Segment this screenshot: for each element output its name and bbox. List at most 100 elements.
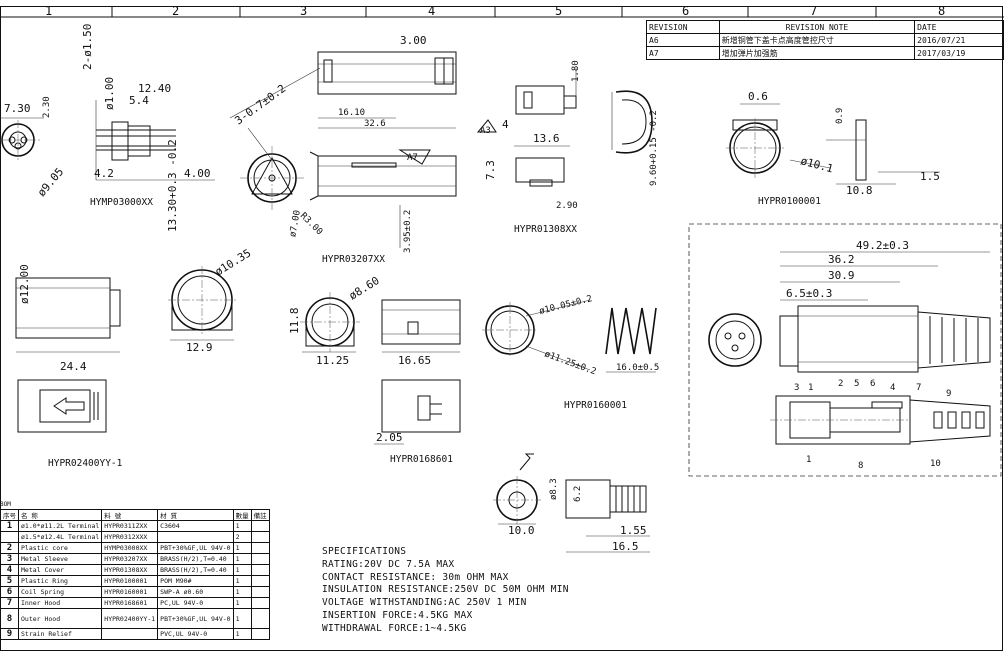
zone-6: 6 xyxy=(682,4,689,18)
svg-text:ø10.05±0.2: ø10.05±0.2 xyxy=(538,294,593,317)
svg-text:HYPR03207XX: HYPR03207XX xyxy=(322,254,385,265)
svg-text:A7: A7 xyxy=(407,153,418,163)
spec-insertion-force: INSERTION FORCE:4.5KG MAX xyxy=(322,609,473,621)
rev-date: 2017/03/19 xyxy=(914,46,1004,60)
zone-1: 1 xyxy=(45,4,52,18)
svg-text:4: 4 xyxy=(502,118,509,131)
zone-8: 8 xyxy=(938,4,945,18)
svg-text:5: 5 xyxy=(854,379,859,389)
svg-text:ø8.60: ø8.60 xyxy=(347,274,382,303)
svg-text:13.6: 13.6 xyxy=(533,132,560,145)
svg-text:A3: A3 xyxy=(480,126,491,136)
spec-rating: RATING:20V DC 7.5A MAX xyxy=(322,558,455,570)
spec-withdrawal-force: WITHDRAWAL FORCE:1~4.5KG xyxy=(322,622,467,634)
part-inner-hood: 11.25 11.8 ø8.60 16.65 2.05 HYPR0168601 xyxy=(288,274,461,465)
part-metal-cover: 1.80 A3 4 13.6 7.3 2.90 9.60+0.15 -0.2 H… xyxy=(476,60,659,235)
part-coil-spring: ø10.05±0.2 ø11.25±0.2 16.0±0.5 HYPR01600… xyxy=(482,294,659,411)
svg-text:ø9.05: ø9.05 xyxy=(35,165,66,199)
zone-7: 7 xyxy=(810,4,817,18)
svg-text:1: 1 xyxy=(806,455,811,465)
svg-text:12.40: 12.40 xyxy=(138,82,171,95)
assembly-callouts: 3 1 2 5 6 4 7 9 1 8 10 xyxy=(794,379,951,471)
assembly-view: 49.2±0.3 36.2 30.9 6.5±0.3 xyxy=(708,239,991,445)
rev-header-note: REVISION NOTE xyxy=(718,20,916,34)
svg-text:2: 2 xyxy=(838,379,843,389)
svg-text:HYPR0160001: HYPR0160001 xyxy=(564,400,627,411)
revision-table: REVISION REVISION NOTE DATE A6 新增铜管下盖卡点高… xyxy=(646,20,1004,60)
svg-text:4.00: 4.00 xyxy=(184,167,211,180)
svg-text:ø11.25±0.2: ø11.25±0.2 xyxy=(543,349,597,377)
rev-header-rev: REVISION xyxy=(646,20,720,34)
svg-text:ø10.35: ø10.35 xyxy=(213,246,254,278)
part-plastic-ring: 0.6 ø10.1 0.9 10.8 1.5 HYPR0100001 xyxy=(726,90,940,207)
svg-text:8: 8 xyxy=(858,461,863,471)
part-plastic-core: 7.30 2.30 ø9.05 2-ø1.50 ø1.00 12.40 5.4 … xyxy=(0,24,215,208)
svg-text:2.90: 2.90 xyxy=(556,201,578,211)
svg-text:1.5: 1.5 xyxy=(920,170,940,183)
bom-header-name: 名 称 xyxy=(17,509,103,521)
svg-text:ø12.00: ø12.00 xyxy=(18,264,31,304)
svg-text:R3.00: R3.00 xyxy=(298,211,324,237)
rev-date: 2016/07/21 xyxy=(914,33,1004,47)
svg-text:9: 9 xyxy=(946,389,951,399)
svg-text:11.25: 11.25 xyxy=(316,354,349,367)
svg-text:1: 1 xyxy=(808,383,813,393)
zone-dividers xyxy=(111,6,877,17)
bom-header-no: 序号 xyxy=(0,509,19,521)
svg-text:3-0.7±0.2: 3-0.7±0.2 xyxy=(232,82,288,128)
svg-text:ø7.00: ø7.00 xyxy=(288,209,303,237)
svg-text:3: 3 xyxy=(794,383,799,393)
bom-caption: BOM xyxy=(0,501,11,508)
svg-text:24.4: 24.4 xyxy=(60,360,87,373)
svg-text:13.30+0.3 -0.2: 13.30+0.3 -0.2 xyxy=(166,139,179,232)
svg-text:ø1.00: ø1.00 xyxy=(103,77,116,110)
bom-header-part: 料 號 xyxy=(101,509,159,521)
bom-header-material: 材 質 xyxy=(157,509,234,521)
svg-text:7.30: 7.30 xyxy=(4,102,31,115)
svg-text:2.05: 2.05 xyxy=(376,431,403,444)
svg-text:11.8: 11.8 xyxy=(288,308,301,335)
svg-text:10: 10 xyxy=(930,459,941,469)
svg-text:30.9: 30.9 xyxy=(828,269,855,282)
svg-text:0.6: 0.6 xyxy=(748,90,768,103)
rev-note: 增加弹片加强筋 xyxy=(718,46,916,60)
rev-code: A6 xyxy=(646,33,720,47)
svg-text:HYPR0168601: HYPR0168601 xyxy=(390,454,453,465)
svg-text:16.0±0.5: 16.0±0.5 xyxy=(616,363,659,373)
svg-text:7: 7 xyxy=(916,383,921,393)
specifications: SPECIFICATIONS RATING:20V DC 7.5A MAX CO… xyxy=(322,546,569,636)
svg-text:1.80: 1.80 xyxy=(571,60,581,82)
svg-text:10.8: 10.8 xyxy=(846,184,873,197)
svg-text:7.3: 7.3 xyxy=(484,160,497,180)
part-metal-sleeve: 3.00 16.10 32.6 A7 3.95±0.2 3-0.7±0.2 ø7… xyxy=(229,34,457,265)
svg-text:16.5: 16.5 xyxy=(612,540,639,553)
svg-text:2-ø1.50: 2-ø1.50 xyxy=(81,24,94,70)
svg-text:0.9: 0.9 xyxy=(835,108,845,124)
rev-code: A7 xyxy=(646,46,720,60)
svg-text:9.60+0.15 -0.2: 9.60+0.15 -0.2 xyxy=(649,110,659,186)
bom-header-qty: 數量 xyxy=(232,509,252,521)
svg-text:3.95±0.2: 3.95±0.2 xyxy=(403,210,413,253)
svg-text:36.2: 36.2 xyxy=(828,253,855,266)
zone-5: 5 xyxy=(555,4,562,18)
rev-note: 新增铜管下盖卡点高度管控尺寸 xyxy=(718,33,916,47)
spec-voltage-withstanding: VOLTAGE WITHSTANDING:AC 250V 1 MIN xyxy=(322,597,527,609)
svg-text:32.6: 32.6 xyxy=(364,119,386,129)
part-terminal: 10.0 ø8.3 6.2 1.55 16.5 xyxy=(493,453,650,553)
svg-text:ø8.3: ø8.3 xyxy=(549,478,559,500)
svg-text:16.10: 16.10 xyxy=(338,108,365,118)
svg-text:4: 4 xyxy=(890,383,895,393)
svg-text:HYMP03000XX: HYMP03000XX xyxy=(90,197,153,208)
svg-text:16.65: 16.65 xyxy=(398,354,431,367)
zone-3: 3 xyxy=(300,4,307,18)
